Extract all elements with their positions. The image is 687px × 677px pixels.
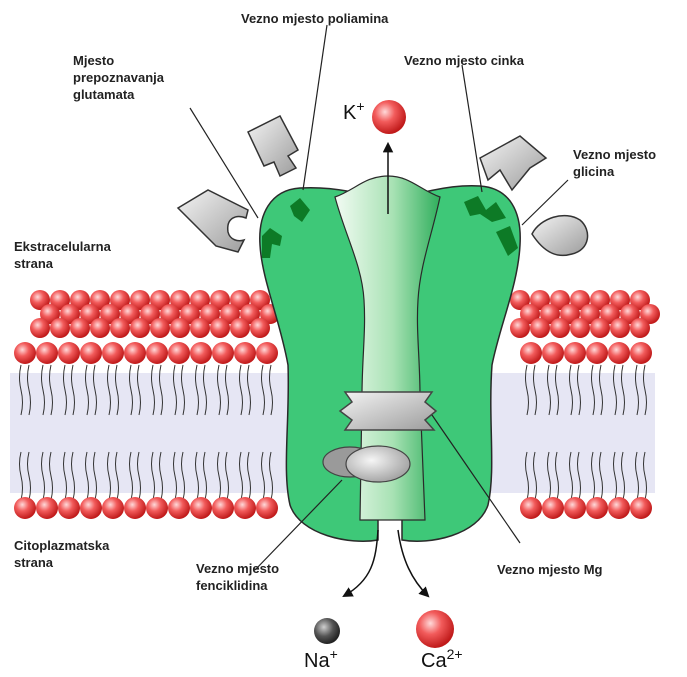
lipid-head	[102, 497, 124, 519]
lipid-head	[630, 342, 652, 364]
lipid-head	[58, 497, 80, 519]
lipid-head	[146, 497, 168, 519]
lipid-head	[586, 342, 608, 364]
lipid-head	[14, 497, 36, 519]
lipid-head	[230, 318, 250, 338]
lipid-head	[608, 342, 630, 364]
magnesium-block	[340, 392, 436, 430]
lipid-head	[564, 497, 586, 519]
lipid-head	[542, 342, 564, 364]
lipid-head	[190, 497, 212, 519]
lipid-head	[590, 318, 610, 338]
calcium-label: Ca2+	[421, 650, 463, 673]
lipid-head	[630, 318, 650, 338]
lipid-head	[520, 342, 542, 364]
lipid-head	[530, 318, 550, 338]
lipid-head	[520, 497, 542, 519]
lipid-head	[570, 318, 590, 338]
lipid-head	[250, 318, 270, 338]
lipid-head	[564, 342, 586, 364]
lipid-head	[36, 497, 58, 519]
lipid-head	[510, 318, 530, 338]
lipid-head	[80, 342, 102, 364]
glycine-site-label: Vezno mjesto glicina	[573, 146, 656, 180]
magnesium-site-label: Vezno mjesto Mg	[497, 561, 602, 578]
lipid-head	[630, 497, 652, 519]
lipid-head	[150, 318, 170, 338]
cytoplasmic-side-label: Citoplazmatska strana	[14, 537, 109, 571]
glycine-ligand	[532, 216, 588, 256]
lipid-head	[234, 342, 256, 364]
lipid-head	[124, 497, 146, 519]
lipid-head	[130, 318, 150, 338]
sodium-label: Na+	[304, 650, 338, 673]
potassium-ion	[372, 100, 406, 134]
lipid-head	[256, 497, 278, 519]
lipid-head	[124, 342, 146, 364]
lipid-head	[30, 318, 50, 338]
lipid-head	[90, 318, 110, 338]
lipid-head	[542, 497, 564, 519]
polyamine-ligand	[248, 116, 298, 176]
phencyclidine-site-label: Vezno mjesto fenciklidina	[196, 560, 279, 594]
polyamine-site-label: Vezno mjesto poliamina	[241, 10, 388, 27]
lipid-head	[14, 342, 36, 364]
zinc-ligand	[480, 136, 546, 190]
lipid-head	[170, 318, 190, 338]
lipid-head	[168, 342, 190, 364]
lipid-head	[212, 342, 234, 364]
lipid-head	[168, 497, 190, 519]
potassium-label: K+	[343, 102, 365, 125]
lipid-head	[256, 342, 278, 364]
lipid-head	[586, 497, 608, 519]
lipid-head	[190, 342, 212, 364]
lipid-head	[70, 318, 90, 338]
lipid-head	[608, 497, 630, 519]
calcium-ion	[416, 610, 454, 648]
extracellular-side-label: Ekstracelularna strana	[14, 238, 111, 272]
lipid-head	[212, 497, 234, 519]
lipid-head	[80, 497, 102, 519]
lipid-head	[550, 318, 570, 338]
lipid-head	[102, 342, 124, 364]
sodium-ion	[314, 618, 340, 644]
lipid-head	[210, 318, 230, 338]
lipid-head	[234, 497, 256, 519]
lipid-head	[36, 342, 58, 364]
lipid-head	[190, 318, 210, 338]
lipid-head	[146, 342, 168, 364]
zinc-site-label: Vezno mjesto cinka	[404, 52, 524, 69]
glutamate-site-label: Mjesto prepoznavanja glutamata	[73, 52, 164, 103]
lipid-head	[50, 318, 70, 338]
lipid-head	[110, 318, 130, 338]
glutamate-ligand	[178, 190, 248, 252]
lipid-head	[58, 342, 80, 364]
lipid-head	[610, 318, 630, 338]
